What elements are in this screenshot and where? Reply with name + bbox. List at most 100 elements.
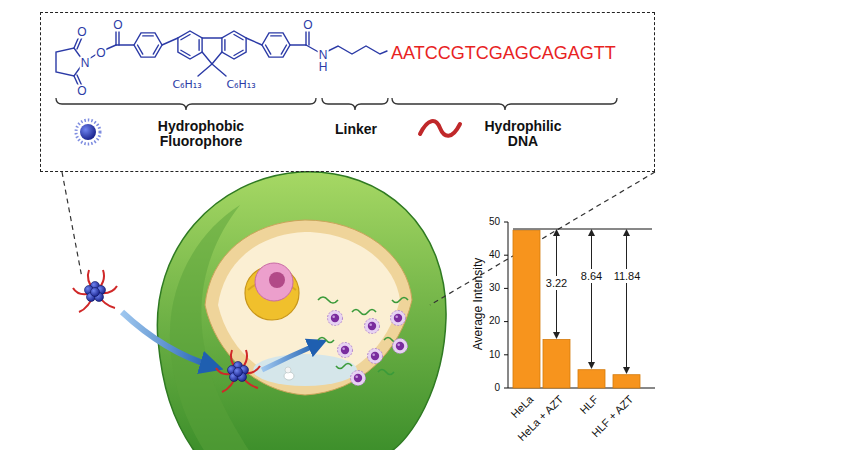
dna-strand [392,298,408,303]
tick-label: 30 [470,282,500,294]
chemical-bonds [138,45,143,54]
chemical-bonds [290,44,306,45]
chemical-bonds [134,33,162,57]
fluorophore-icon [80,124,96,140]
part-label: Linker [335,122,377,137]
chemical-bonds [198,40,199,51]
category-label: HeLa [477,393,535,450]
dna-strand [318,338,334,343]
value-label: 3.22 [545,276,568,290]
chemical-bonds [266,45,271,54]
atom-label: O [76,26,87,39]
substituent-label: C₆H₁₃ [226,79,255,91]
cell-illustration [255,263,293,301]
tick-label: 40 [470,249,500,261]
chemical-bonds [322,46,387,54]
dna-strand [336,364,352,369]
tick-label: 50 [470,216,500,228]
nanoparticle [216,350,260,392]
bar [613,375,640,388]
chart-axis [504,321,508,322]
leader-line [62,172,82,278]
chemical-bonds [198,64,212,76]
category-label: HeLa + AZT [507,393,565,450]
chart-axis [504,255,508,256]
chart-axis [504,354,508,355]
part-label: Hydrophobic Fluorophore [145,119,257,149]
cell-illustration [205,220,412,395]
uptake-arrow [122,312,212,366]
difference-arrow [591,230,592,368]
chemical-bonds [212,52,222,64]
chemical-bonds [234,35,243,40]
chart-axis [504,288,508,289]
chemical-bonds [281,45,286,54]
cell-illustration [285,367,291,373]
bar [513,230,640,388]
dna-strand [378,370,394,375]
atom-label: O [95,47,106,60]
chemical-bonds [202,52,212,64]
released-dye [393,339,408,354]
dna-sequence: AATCCGTCGAGCAGAGTT [391,43,616,63]
bar [543,340,570,389]
dna-icon [420,121,460,136]
atom-label: O [112,19,123,32]
atom-label: N [80,57,91,70]
bar [578,370,605,388]
bar [513,230,540,388]
difference-arrow [626,230,627,373]
bracket [392,98,617,110]
chemical-bonds [271,35,282,36]
released-dye [338,343,353,358]
chemical-bonds [234,50,243,55]
axis-title: Average Intensity [472,244,484,364]
chart-axis [504,222,508,223]
dna-strand [318,297,338,303]
released-dye [328,311,343,326]
chemical-bonds [178,31,202,59]
nanoparticle [73,270,117,312]
cell-illustration [253,354,357,386]
atom-label: O [76,85,87,98]
part-label: Hydrophilic DNA [475,119,571,149]
value-label: 11.84 [613,269,642,283]
chemical-bonds [162,38,178,45]
bracket [322,98,388,110]
cell-illustration [269,272,285,288]
chemical-bonds [262,33,290,57]
atom-label: H [318,61,329,74]
dna-strand [318,297,408,375]
leader-line [430,172,655,305]
chemical-bonds [222,31,246,59]
substituent-label: C₆H₁₃ [172,79,201,91]
tick-label: 10 [470,349,500,361]
difference-arrow [557,230,627,373]
reference-line [513,229,652,230]
chemical-bonds [212,64,226,76]
bracket [56,98,617,110]
atom-label: O [302,19,313,32]
cell-illustration [157,172,446,450]
released-dye [368,349,383,364]
structure-box: ONOOOC₆H₁₃C₆H₁₃ONHAATCCGTCGAGCAGAGTTHydr… [40,12,655,172]
chart-axis [504,222,655,388]
chemical-bonds [153,45,158,54]
chemical-bonds [143,35,154,36]
fluorophore-icon [76,120,100,144]
chemical-bonds [116,44,134,45]
chart-axis [504,388,508,389]
released-dye [391,311,406,326]
chemical-bonds [224,40,225,51]
leader-line [62,172,82,278]
chemical-bonds [246,38,262,45]
value-label: 8.64 [580,269,603,283]
chemical-bonds [181,50,190,55]
cell-illustration [157,172,446,450]
fluorophore-icon [76,120,100,144]
released-dye [351,371,366,386]
chemical-bonds [56,28,387,87]
release-arrow [262,344,318,370]
